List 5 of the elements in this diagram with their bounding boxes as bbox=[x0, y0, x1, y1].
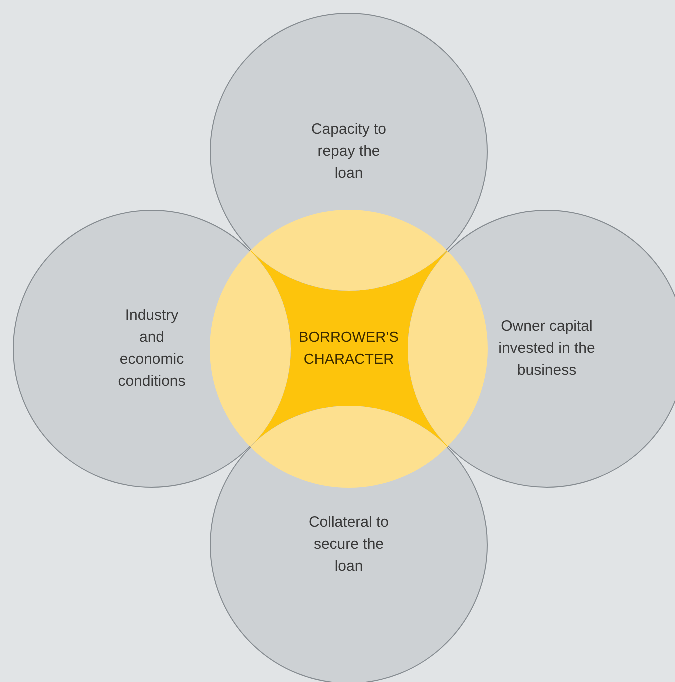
core-label: BORROWER’S CHARACTER bbox=[298, 329, 400, 370]
circle-label: Capacity to repay the loan bbox=[310, 120, 388, 184]
circle-label: Owner capital invested in the business bbox=[498, 317, 596, 381]
circle-label: Industry and economic conditions bbox=[117, 306, 187, 392]
circle-label: Collateral to secure the loan bbox=[308, 513, 390, 577]
